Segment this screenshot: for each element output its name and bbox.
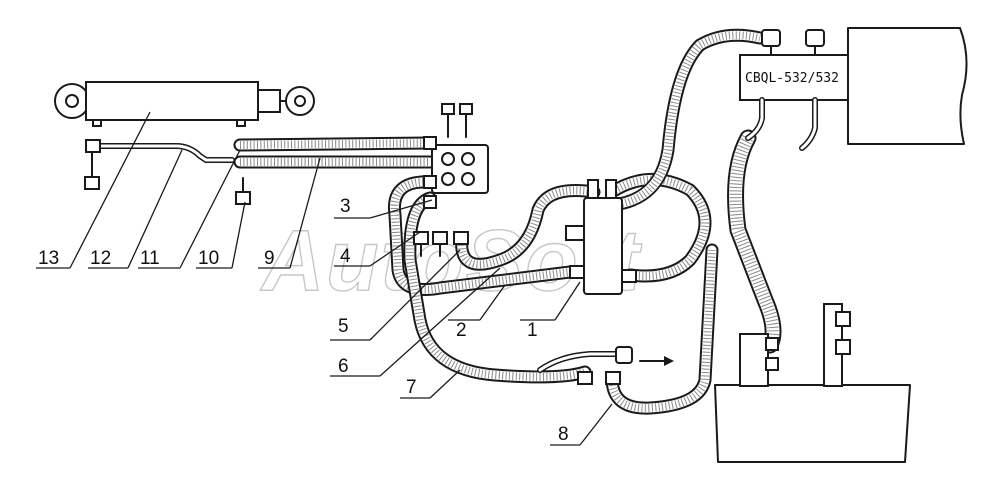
callout-11: 11: [140, 248, 160, 269]
return-pipe: [537, 346, 674, 385]
callout-7: 7: [406, 377, 417, 398]
callout-10: 10: [198, 248, 219, 269]
fitting-bolts: [413, 231, 469, 257]
callout-2: 2: [456, 320, 467, 341]
callout-9: 9: [264, 248, 275, 269]
pump-housing: CBQL-532/532: [739, 27, 968, 151]
callout-leaders: [36, 111, 613, 446]
steering-valve: [565, 179, 637, 295]
callout-3: 3: [340, 196, 351, 217]
callout-13: 13: [38, 248, 59, 269]
callout-6: 6: [338, 356, 349, 377]
pump-model-label: CBQL-532/532: [745, 71, 839, 86]
bolt: [84, 152, 251, 205]
distribution-block: [423, 103, 489, 209]
oil-tank: [714, 303, 911, 463]
callout-8: 8: [558, 424, 569, 445]
callout-5: 5: [338, 316, 349, 337]
hydraulic-hoses: [233, 28, 782, 415]
callout-12: 12: [90, 248, 111, 269]
steel-tube: [85, 139, 235, 163]
callout-labels: 1 2 3 4 5 6 7 8 9 10 11 12 13: [38, 196, 569, 445]
hydraulic-cylinder: [54, 81, 315, 127]
callout-4: 4: [340, 246, 351, 267]
callout-1: 1: [527, 320, 538, 341]
